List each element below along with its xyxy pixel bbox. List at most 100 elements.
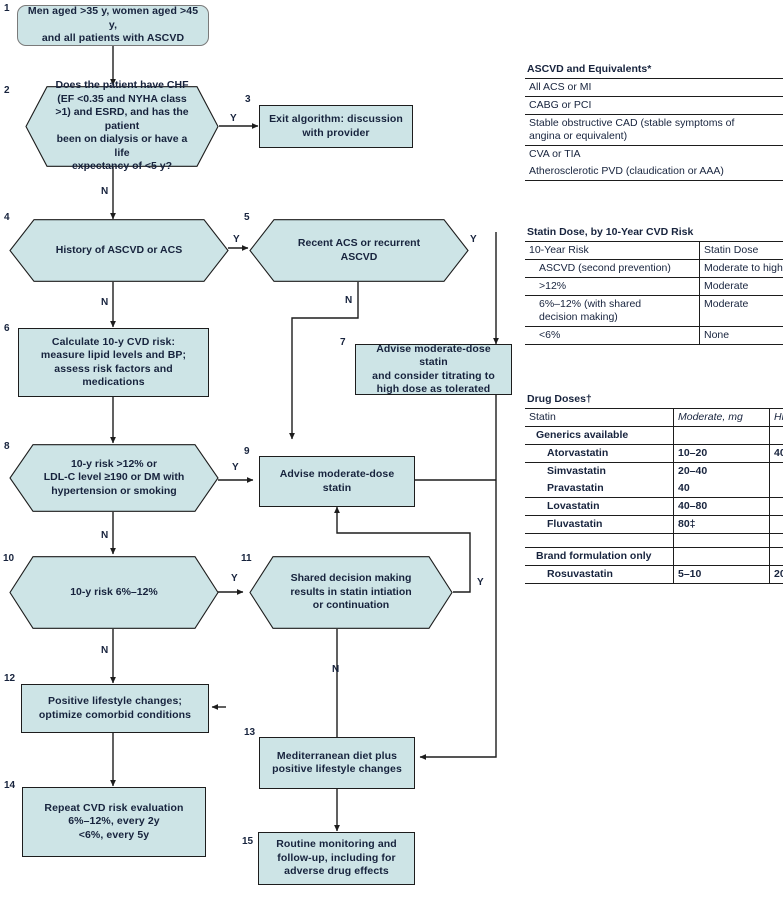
drug-moderate-6 xyxy=(673,533,770,548)
table-row: Fluvastatin 80‡ xyxy=(525,515,783,534)
drug-header-2: High, mg xyxy=(769,408,783,427)
node-5-text: Recent ACS or recurrent ASCVD xyxy=(297,237,421,263)
edge-label-4-no: N xyxy=(101,297,109,308)
step-number-2: 2 xyxy=(4,85,10,96)
table-statin-title: Statin Dose, by 10-Year CVD Risk xyxy=(527,226,694,238)
node-6-calculate-risk[interactable]: Calculate 10-y CVD risk: measure lipid l… xyxy=(18,328,209,397)
node-10-intermediate-risk[interactable]: 10-y risk 6%–12% xyxy=(9,556,219,629)
table-header-row: 10-Year Risk Statin Dose xyxy=(525,241,783,260)
drug-name-1: Atorvastatin xyxy=(525,444,674,463)
edge-label-10-yes: Y xyxy=(231,573,238,584)
node-7-advise-moderate-titrate[interactable]: Advise moderate-dose statin and consider… xyxy=(355,343,512,395)
drug-high-5 xyxy=(769,515,783,534)
drug-moderate-0 xyxy=(673,426,770,445)
edge-label-10-no: N xyxy=(101,645,109,656)
table-row: Simvastatin 20–40 xyxy=(525,462,783,480)
drug-high-3 xyxy=(769,480,783,498)
node-11-shared-decision[interactable]: Shared decision making results in statin… xyxy=(249,556,453,629)
drug-high-7 xyxy=(769,547,783,566)
node-4-history-ascvd[interactable]: History of ASCVD or ACS xyxy=(9,219,229,282)
table-row: Rosuvastatin 5–10 20–40 xyxy=(525,565,783,584)
node-2-text: Does the patient have CHF (EF <0.35 and … xyxy=(55,79,189,173)
edge-label-11-yes: Y xyxy=(477,577,484,588)
table-drug-grid: Statin Moderate, mg High, mg Generics av… xyxy=(525,408,783,584)
node-14-text: Repeat CVD risk evaluation 6%–12%, every… xyxy=(44,801,184,841)
step-number-4: 4 xyxy=(4,212,10,223)
drug-high-1: 40–80 xyxy=(769,444,783,463)
ascvd-row-1: CABG or PCI xyxy=(525,96,783,115)
statin-risk-3: <6% xyxy=(539,329,561,341)
node-9-advise-moderate[interactable]: Advise moderate-dose statin xyxy=(259,456,415,507)
table-row: <6% None xyxy=(525,326,783,345)
node-8-text: 10-y risk >12% or LDL-C level ≥190 or DM… xyxy=(43,457,185,497)
step-number-3: 3 xyxy=(245,94,251,105)
table-header-row: Statin Moderate, mg High, mg xyxy=(525,408,783,427)
table-ascvd-grid: All ACS or MI CABG or PCI Stable obstruc… xyxy=(525,78,783,181)
step-number-9: 9 xyxy=(244,446,250,457)
table-row: Brand formulation only xyxy=(525,547,783,566)
node-14-repeat-evaluation[interactable]: Repeat CVD risk evaluation 6%–12%, every… xyxy=(22,787,206,857)
table-row: ASCVD (second prevention) Moderate to hi… xyxy=(525,259,783,278)
drug-name-3: Pravastatin xyxy=(525,480,674,498)
table-row: Stable obstructive CAD (stable symptoms … xyxy=(525,114,783,146)
node-5-recent-acs[interactable]: Recent ACS or recurrent ASCVD xyxy=(249,219,469,282)
edge-label-5-no: N xyxy=(345,295,353,306)
statin-dose-0: Moderate to high xyxy=(699,259,783,278)
drug-header-0: Statin xyxy=(525,408,674,427)
ascvd-row-2: Stable obstructive CAD (stable symptoms … xyxy=(525,114,783,146)
step-number-1: 1 xyxy=(4,3,10,14)
drug-name-2: Simvastatin xyxy=(547,465,606,477)
table-drug-doses: Drug Doses† Statin Moderate, mg High, mg… xyxy=(525,393,783,584)
step-number-5: 5 xyxy=(244,212,250,223)
step-number-7: 7 xyxy=(340,337,346,348)
node-1-population[interactable]: Men aged >35 y, women aged >45 y, and al… xyxy=(17,5,209,46)
table-row xyxy=(525,533,783,548)
table-ascvd-title: ASCVD and Equivalents* xyxy=(527,63,652,75)
node-15-routine-monitoring[interactable]: Routine monitoring and follow-up, includ… xyxy=(258,832,415,885)
node-4-text: History of ASCVD or ACS xyxy=(55,243,183,256)
node-2-chf-esrd-question[interactable]: Does the patient have CHF (EF <0.35 and … xyxy=(25,79,219,173)
drug-high-2 xyxy=(769,462,783,480)
drug-high-4 xyxy=(769,497,783,516)
statin-risk-2: 6%–12% (with shared decision making) xyxy=(525,295,700,327)
drug-name-0: Generics available xyxy=(525,426,674,445)
step-number-12: 12 xyxy=(4,673,16,684)
table-drug-title: Drug Doses† xyxy=(527,393,592,405)
drug-moderate-7 xyxy=(673,547,770,566)
table-row: CVA or TIA xyxy=(525,146,783,164)
node-9-text: Advise moderate-dose statin xyxy=(279,468,395,494)
table-row: Generics available xyxy=(525,426,783,445)
edge-label-5-yes: Y xyxy=(470,234,477,245)
step-number-11: 11 xyxy=(241,553,252,564)
step-number-15: 15 xyxy=(242,836,254,847)
table-row: CABG or PCI xyxy=(525,96,783,115)
drug-moderate-2: 20–40 xyxy=(673,462,770,480)
node-12-text: Positive lifestyle changes; optimize com… xyxy=(38,695,192,721)
statin-risk-0: ASCVD (second prevention) xyxy=(525,259,700,278)
edge-label-11-no: N xyxy=(332,664,340,675)
edge-label-2-yes: Y xyxy=(230,113,237,124)
ascvd-row-3: CVA or TIA xyxy=(529,148,581,160)
node-12-lifestyle-changes[interactable]: Positive lifestyle changes; optimize com… xyxy=(21,684,209,733)
node-3-exit-algorithm[interactable]: Exit algorithm: discussion with provider xyxy=(259,105,413,148)
drug-moderate-1: 10–20 xyxy=(673,444,770,463)
drug-moderate-4: 40–80 xyxy=(673,497,770,516)
node-6-text: Calculate 10-y CVD risk: measure lipid l… xyxy=(40,335,187,389)
statin-dose-3: None xyxy=(699,326,783,345)
node-13-mediterranean-diet[interactable]: Mediterranean diet plus positive lifesty… xyxy=(259,737,415,789)
statin-header-1: Statin Dose xyxy=(699,241,783,260)
node-13-text: Mediterranean diet plus positive lifesty… xyxy=(272,749,402,776)
node-10-text: 10-y risk 6%–12% xyxy=(70,585,158,598)
drug-moderate-8: 5–10 xyxy=(673,565,770,584)
drug-high-6 xyxy=(769,533,783,548)
drug-moderate-3: 40 xyxy=(673,480,770,498)
statin-header-0: 10-Year Risk xyxy=(525,241,700,260)
table-row: Pravastatin 40 xyxy=(525,480,783,498)
step-number-6: 6 xyxy=(4,323,10,334)
statin-risk-1: >12% xyxy=(525,277,700,296)
node-8-high-risk-question[interactable]: 10-y risk >12% or LDL-C level ≥190 or DM… xyxy=(9,444,219,512)
node-3-text: Exit algorithm: discussion with provider xyxy=(269,113,403,139)
table-row: Atherosclerotic PVD (claudication or AAA… xyxy=(525,163,783,181)
node-1-text: Men aged >35 y, women aged >45 y, and al… xyxy=(27,5,199,45)
edge-label-8-yes: Y xyxy=(232,462,239,473)
